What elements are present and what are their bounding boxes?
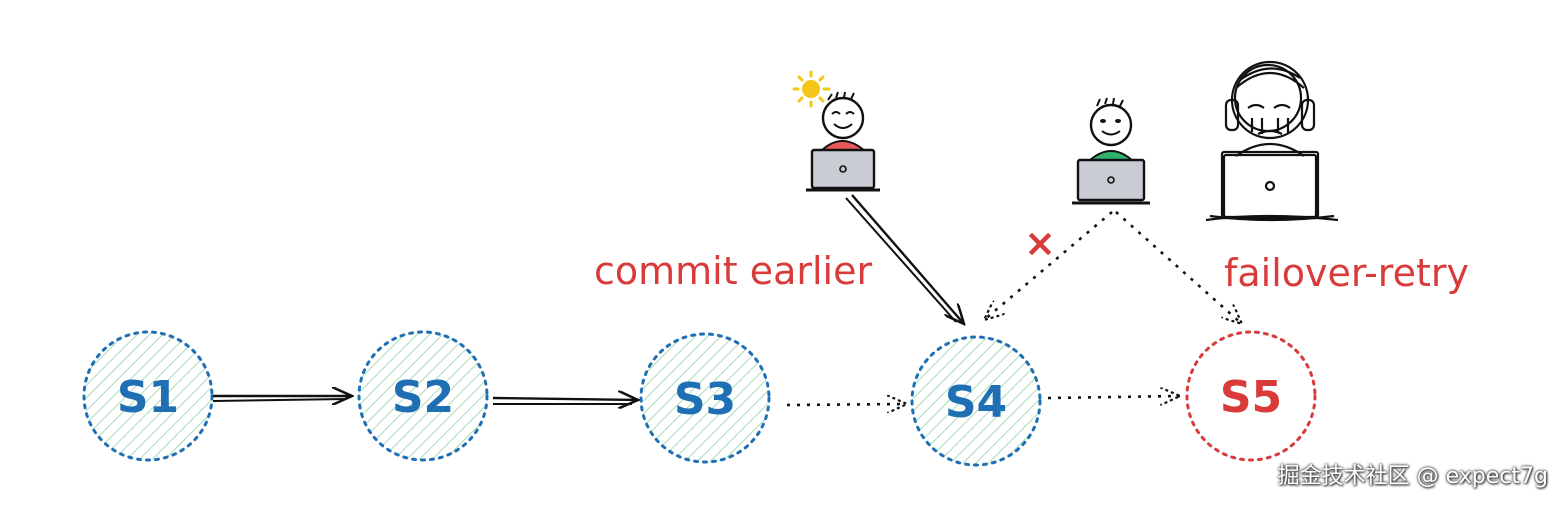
state-label-s4: S4	[945, 377, 1007, 428]
worker-green-icon	[1072, 97, 1150, 205]
happy-worker-red-icon	[792, 70, 880, 192]
annotation-failover-retry: failover-retry	[1224, 251, 1469, 295]
arrow-worker1-s4	[845, 194, 964, 324]
state-label-s5: S5	[1220, 372, 1282, 423]
fail-mark: ×	[1024, 221, 1056, 265]
arrow-s4-s5-dotted	[1047, 396, 1180, 398]
state-node-s3: S3	[639, 332, 771, 464]
state-label-s1: S1	[117, 372, 179, 423]
arrow-s2-s3	[492, 398, 638, 404]
state-node-s2: S2	[357, 330, 489, 462]
arrow-s1-s2	[212, 396, 352, 401]
sun-icon	[792, 70, 831, 108]
state-node-s4: S4	[910, 335, 1042, 467]
state-label-s3: S3	[674, 374, 736, 425]
arrow-s3-s4-dotted	[786, 404, 907, 405]
state-node-s5: S5	[1185, 330, 1317, 462]
watermark: 掘金技术社区 @ expect7g	[1277, 464, 1548, 489]
arrow-worker2-s5-dotted	[1115, 211, 1242, 324]
state-node-s1: S1	[82, 330, 214, 462]
stressed-worker-icon	[1205, 60, 1339, 222]
annotation-commit-earlier: commit earlier	[594, 249, 872, 293]
state-label-s2: S2	[392, 372, 454, 423]
